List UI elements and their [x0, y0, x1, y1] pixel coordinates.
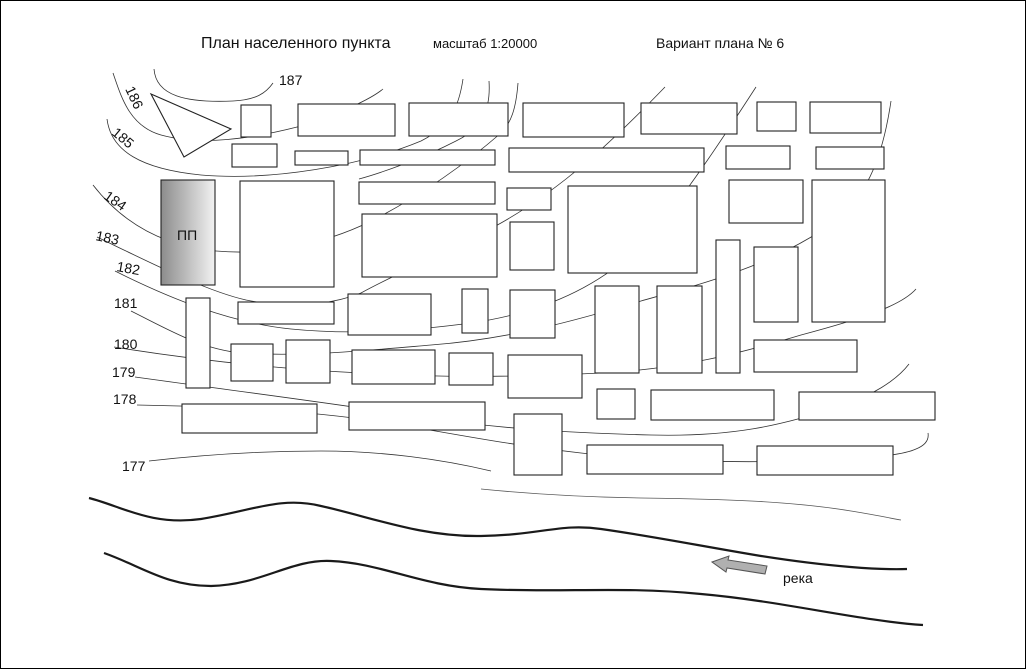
contour-label-179: 179 — [112, 364, 136, 380]
block-r1-3 — [408, 102, 509, 137]
block-pp — [160, 179, 216, 286]
building-blocks: ПП — [149, 92, 936, 476]
block-r7-3 — [756, 445, 894, 476]
block-r7-1 — [513, 413, 563, 476]
contour-label-186: 186 — [122, 84, 146, 112]
contour-label-178: 178 — [113, 391, 137, 407]
block-r4-1 — [185, 297, 211, 389]
block-r6-4 — [650, 389, 775, 421]
river-bank-north — [88, 496, 908, 571]
block-r1-1 — [240, 104, 272, 138]
contour-label-181: 181 — [114, 295, 138, 311]
block-r1-6 — [756, 101, 797, 132]
map-scale: масштаб 1:20000 — [433, 36, 537, 51]
block-r2-4 — [508, 147, 705, 173]
contour-label-177: 177 — [122, 458, 146, 474]
block-r2-1 — [231, 143, 278, 168]
contour-label-183: 183 — [94, 227, 120, 248]
block-r2-5 — [725, 145, 791, 170]
block-r3-5 — [509, 221, 555, 271]
block-r5-1 — [230, 343, 274, 382]
map-title: План населенного пункта — [201, 35, 391, 52]
river-bank-south — [103, 551, 924, 627]
block-r1-7 — [809, 101, 882, 134]
river-flow-arrow-icon — [710, 555, 768, 575]
block-r3-2 — [358, 181, 496, 205]
block-r3-1 — [239, 180, 335, 288]
contour-label-180: 180 — [114, 336, 138, 352]
block-r5-4 — [448, 352, 494, 386]
block-r2-2 — [294, 150, 349, 166]
block-r4-7 — [656, 285, 703, 374]
block-r5-3 — [351, 349, 436, 385]
contour-label-184: 184 — [101, 187, 129, 214]
block-r4-3 — [347, 293, 432, 336]
block-r2-3 — [359, 149, 496, 166]
contour-label-185: 185 — [109, 124, 137, 151]
block-r4-4 — [461, 288, 489, 334]
block-triangle — [149, 92, 233, 158]
contour-label-182: 182 — [115, 258, 141, 278]
block-r4-2 — [237, 301, 335, 325]
pp-label: ПП — [177, 227, 197, 243]
contour-183 — [96, 86, 666, 306]
block-r4-8 — [715, 239, 741, 374]
block-r3-6 — [567, 185, 698, 274]
block-r6-1 — [181, 403, 318, 434]
block-r5-2 — [285, 339, 331, 384]
contour-177 — [148, 450, 492, 472]
river-label: река — [783, 570, 813, 586]
block-r3-7 — [728, 179, 804, 224]
block-r1-5 — [640, 102, 738, 135]
block-r3-3 — [361, 213, 498, 278]
block-r4-5 — [509, 289, 556, 339]
block-r1-4 — [522, 102, 625, 138]
block-r7-2 — [586, 444, 724, 475]
block-r4-9 — [753, 246, 799, 323]
block-r3-8 — [811, 179, 886, 323]
block-r6-2 — [348, 401, 486, 431]
riverside-road — [480, 488, 902, 521]
contour-label-187: 187 — [279, 72, 303, 88]
block-r2-6 — [815, 146, 885, 170]
block-r5-6 — [753, 339, 858, 373]
block-r1-2 — [297, 103, 396, 137]
contour-187 — [153, 68, 274, 102]
block-r3-4 — [506, 187, 552, 211]
block-r6-5 — [798, 391, 936, 421]
block-r5-5 — [507, 354, 583, 399]
plan-variant: Вариант плана № 6 — [656, 35, 784, 51]
block-r4-6 — [594, 285, 640, 374]
block-r6-3 — [596, 388, 636, 420]
